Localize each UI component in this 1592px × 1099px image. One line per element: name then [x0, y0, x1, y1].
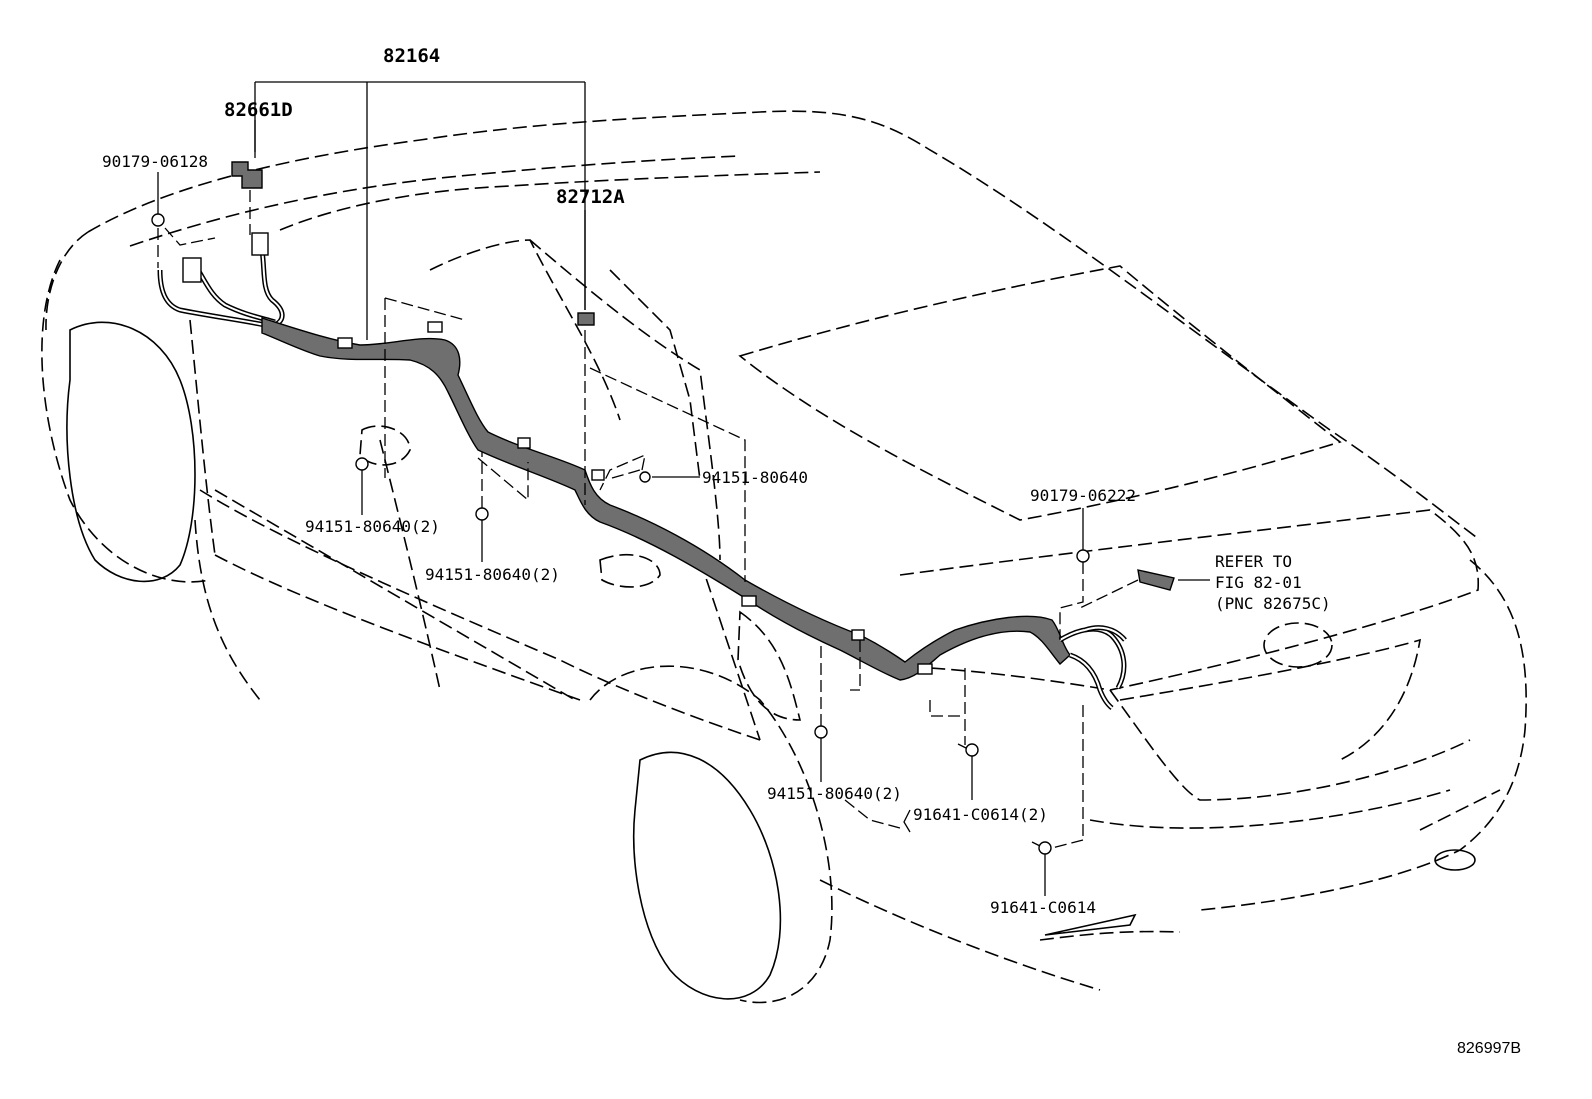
wiring-harness-82164 [157, 161, 1175, 710]
clip-rear [814, 725, 828, 739]
label-82164: 82164 [383, 45, 441, 67]
bolt-pair [965, 743, 979, 757]
nut-front [151, 213, 165, 227]
label-90179-06222: 90179-06222 [1030, 486, 1136, 505]
label-91641-c0614-pair: 91641-C0614(2) [913, 805, 1048, 824]
clip-pillar [639, 471, 651, 483]
bolt-single [1038, 841, 1052, 855]
label-94151-80640-pillar: 94151-80640 [702, 468, 808, 487]
refer-line-1: REFER TO [1215, 552, 1293, 571]
clip-door [355, 457, 369, 471]
fasteners [151, 213, 1090, 855]
label-94151-80640-center: 94151-80640(2) [425, 565, 560, 584]
figure-number: 826997B [1457, 1040, 1522, 1057]
refer-line-3: (PNC 82675C) [1215, 594, 1331, 613]
car-body-outline [41, 110, 1527, 1004]
label-91641-c0614: 91641-C0614 [990, 898, 1096, 917]
refer-line-2: FIG 82-01 [1215, 573, 1302, 592]
label-94151-80640-door: 94151-80640(2) [305, 517, 440, 536]
label-82712a: 82712A [556, 186, 625, 208]
label-90179-06128: 90179-06128 [102, 152, 208, 171]
clip-center [475, 507, 489, 521]
label-94151-80640-rear: 94151-80640(2) [767, 784, 902, 803]
leader-lines [157, 81, 1210, 896]
label-82661d: 82661D [224, 99, 293, 121]
nut-rear [1076, 549, 1090, 563]
